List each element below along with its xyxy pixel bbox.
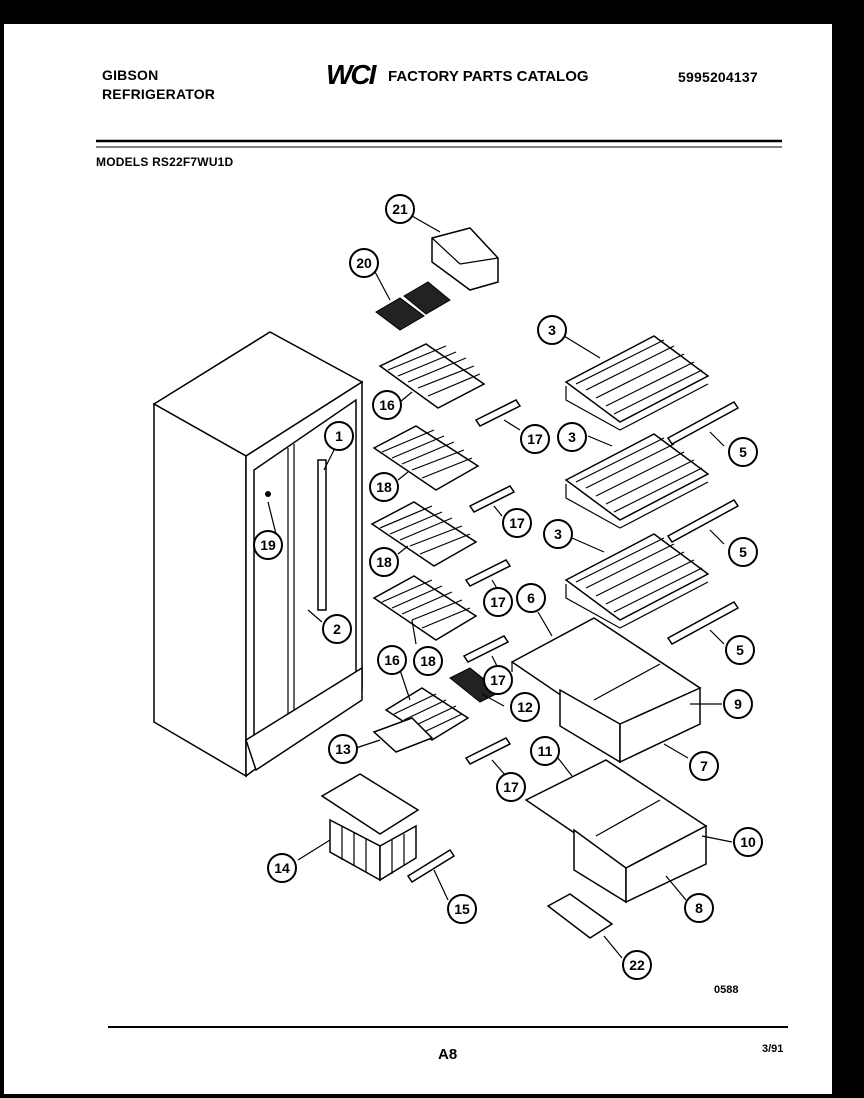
callout-label: 17 [490, 672, 506, 688]
callout-18b: 18 [369, 547, 399, 577]
callout-label: 15 [454, 901, 470, 917]
callout-label: 22 [629, 957, 645, 973]
callout-label: 6 [527, 590, 535, 606]
callout-label: 10 [740, 834, 756, 850]
callout-label: 1 [335, 428, 343, 444]
models-label: MODELS RS22F7WU1D [96, 155, 234, 169]
callout-label: 3 [568, 429, 576, 445]
callout-label: 21 [392, 201, 408, 217]
callout-label: 17 [490, 594, 506, 610]
callout-label: 2 [333, 621, 341, 637]
callout-17e: 17 [496, 772, 526, 802]
callout-label: 18 [376, 554, 392, 570]
shelf-18-b [370, 501, 478, 567]
callout-20: 20 [349, 248, 379, 278]
callout-21: 21 [385, 194, 415, 224]
shelf-3-c [564, 533, 710, 629]
callout-16a: 16 [372, 390, 402, 420]
brand-line-2: REFRIGERATOR [102, 86, 216, 102]
shelf-supports [406, 399, 740, 884]
callout-label: 5 [739, 444, 747, 460]
callout-label: 16 [379, 397, 395, 413]
callout-label: 9 [734, 696, 742, 712]
ice-trays-20 [375, 281, 451, 331]
callout-label: 8 [695, 900, 703, 916]
shelf-3-a [564, 335, 710, 431]
callout-16b: 16 [377, 645, 407, 675]
leader-lines [267, 215, 733, 959]
page-number: A8 [438, 1046, 458, 1063]
callout-5a: 5 [728, 437, 758, 467]
revision-date: 3/91 [762, 1043, 784, 1055]
callout-label: 5 [736, 642, 744, 658]
callout-label: 17 [503, 779, 519, 795]
wci-logo: WCI [326, 59, 376, 90]
shelf-18-c [372, 575, 478, 641]
callout-label: 11 [538, 743, 553, 759]
callouts: 21 20 1 2 19 3 3 3 5 5 5 16 18 18 18 16 … [253, 194, 763, 980]
callout-12: 12 [510, 692, 540, 722]
brand-line-1: GIBSON [102, 67, 159, 83]
callout-15: 15 [447, 894, 477, 924]
catalog-title: FACTORY PARTS CATALOG [388, 68, 589, 85]
freezer-shelves [370, 343, 486, 741]
callout-2: 2 [322, 614, 352, 644]
callout-label: 17 [527, 431, 543, 447]
callout-label: 7 [700, 758, 708, 774]
callout-18c: 18 [413, 646, 443, 676]
shelf-18-a [372, 425, 480, 491]
callout-label: 20 [356, 255, 372, 271]
callout-label: 17 [509, 515, 525, 531]
crisper-lower [524, 759, 708, 904]
callout-label: 19 [260, 537, 276, 553]
callout-13: 13 [328, 734, 358, 764]
catalog-number: 5995204137 [678, 69, 758, 85]
callout-9: 9 [723, 689, 753, 719]
callout-17c: 17 [483, 587, 513, 617]
callout-label: 3 [554, 526, 562, 542]
callout-3a: 3 [537, 315, 567, 345]
ice-bucket-21 [431, 227, 499, 291]
shelf-16-top [378, 343, 486, 409]
callout-17a: 17 [520, 424, 550, 454]
callout-17d: 17 [483, 665, 513, 695]
callout-7: 7 [689, 751, 719, 781]
callout-11: 11 [530, 736, 560, 766]
callout-3c: 3 [543, 519, 573, 549]
callout-label: 13 [335, 741, 351, 757]
callout-14: 14 [267, 853, 297, 883]
callout-label: 18 [376, 479, 392, 495]
callout-10: 10 [733, 827, 763, 857]
callout-6: 6 [516, 583, 546, 613]
callout-18a: 18 [369, 472, 399, 502]
callout-19: 19 [253, 530, 283, 560]
callout-label: 12 [517, 699, 533, 715]
callout-label: 3 [548, 322, 556, 338]
crisper-upper [510, 617, 702, 764]
shelf-3-b [564, 433, 710, 529]
callout-17b: 17 [502, 508, 532, 538]
callout-label: 14 [274, 860, 290, 876]
callout-1: 1 [324, 421, 354, 451]
callout-3b: 3 [557, 422, 587, 452]
freezer-basket-14 [320, 773, 420, 882]
part-22 [546, 893, 614, 939]
fresh-food-shelves [564, 335, 710, 629]
callout-label: 5 [739, 544, 747, 560]
drawing-code: 0588 [714, 984, 739, 996]
part-13 [372, 717, 434, 753]
callout-8: 8 [684, 893, 714, 923]
callout-5b: 5 [728, 537, 758, 567]
refrigerator-cabinet [152, 331, 364, 778]
callout-label: 16 [384, 652, 400, 668]
callout-label: 18 [420, 653, 436, 669]
callout-22: 22 [622, 950, 652, 980]
callout-5c: 5 [725, 635, 755, 665]
